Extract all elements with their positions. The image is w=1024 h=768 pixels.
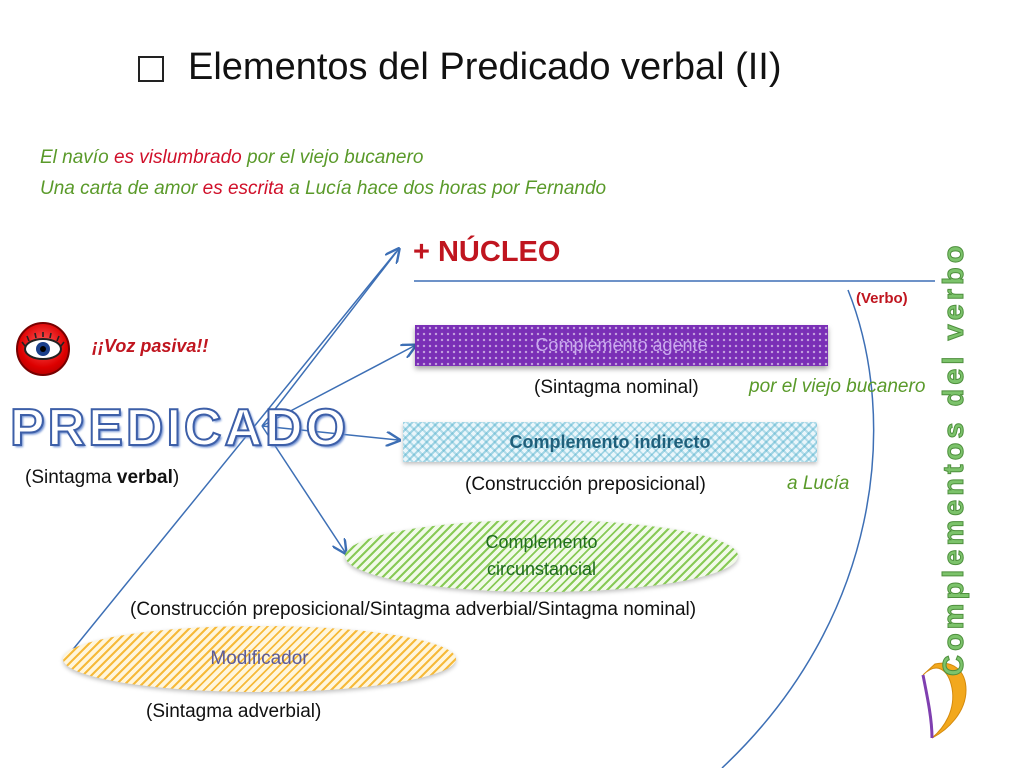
example-1-verb: es vislumbrado — [113, 147, 242, 168]
arrow-to-circunstancial — [261, 425, 345, 552]
predicado-label: PREDICADO — [9, 398, 350, 458]
modificador-label: Modificador — [210, 648, 309, 669]
complemento-agente-box: Complemento agente — [415, 325, 828, 366]
complemento-agente-example: por el viejo bucanero — [749, 376, 926, 397]
page-title: Elementos del Predicado verbal (II) — [188, 45, 782, 88]
sintagma-verbal-bold: verbal — [116, 467, 173, 488]
brace-icon — [921, 662, 967, 739]
eye-icon — [16, 322, 70, 376]
complementos-del-verbo-label: Complementos del verbo — [938, 241, 971, 676]
example-2-part-3: a Lucía hace dos horas por Fernando — [283, 178, 607, 199]
voz-pasiva-label: ¡¡Voz pasiva!! — [92, 336, 209, 356]
example-1-part-3: por el viejo bucanero — [241, 147, 424, 168]
sintagma-verbal-prefix: (Sintagma — [25, 467, 117, 488]
title-row: Elementos del Predicado verbal (II) — [138, 42, 782, 92]
sintagma-verbal-label: (Sintagma verbal) — [25, 467, 179, 489]
arrow-to-nucleo — [261, 250, 398, 427]
arrow-to-indirecto — [261, 425, 398, 440]
nucleo-label: + NÚCLEO — [413, 236, 561, 268]
sintagma-verbal-suffix: ) — [172, 467, 180, 488]
example-sentence-2: Una carta de amor es escrita a Lucía hac… — [40, 178, 606, 200]
complemento-agente-label: Complemento agente — [535, 335, 708, 355]
modificador-type: (Sintagma adverbial) — [146, 701, 322, 722]
example-1-part-1: El navío — [40, 147, 114, 168]
verbo-tag: (Verbo) — [856, 290, 908, 307]
complemento-agente-type: (Sintagma nominal) — [534, 377, 699, 398]
example-sentence-1: El navío es vislumbrado por el viejo buc… — [40, 147, 423, 169]
complementos-curve — [721, 289, 875, 768]
modificador-ellipse: Modificador — [63, 626, 456, 692]
example-2-verb: es escrita — [202, 178, 284, 199]
checkbox-bullet-icon — [138, 52, 171, 82]
complemento-circunstancial-type: (Construcción preposicional/Sintagma adv… — [130, 599, 697, 620]
example-2-part-1: Una carta de amor — [40, 178, 203, 199]
complemento-circunstancial-ellipse: Complemento circunstancial — [345, 520, 738, 592]
complemento-indirecto-label: Complemento indirecto — [509, 431, 711, 452]
complemento-circunstancial-label: Complemento circunstancial — [485, 532, 598, 579]
complemento-indirecto-example: a Lucía — [787, 473, 850, 494]
complemento-indirecto-box: Complemento indirecto — [403, 422, 817, 462]
complemento-indirecto-type: (Construcción preposicional) — [465, 474, 706, 495]
arrow-from-modificador — [65, 251, 397, 659]
arrow-to-agente — [261, 346, 414, 427]
